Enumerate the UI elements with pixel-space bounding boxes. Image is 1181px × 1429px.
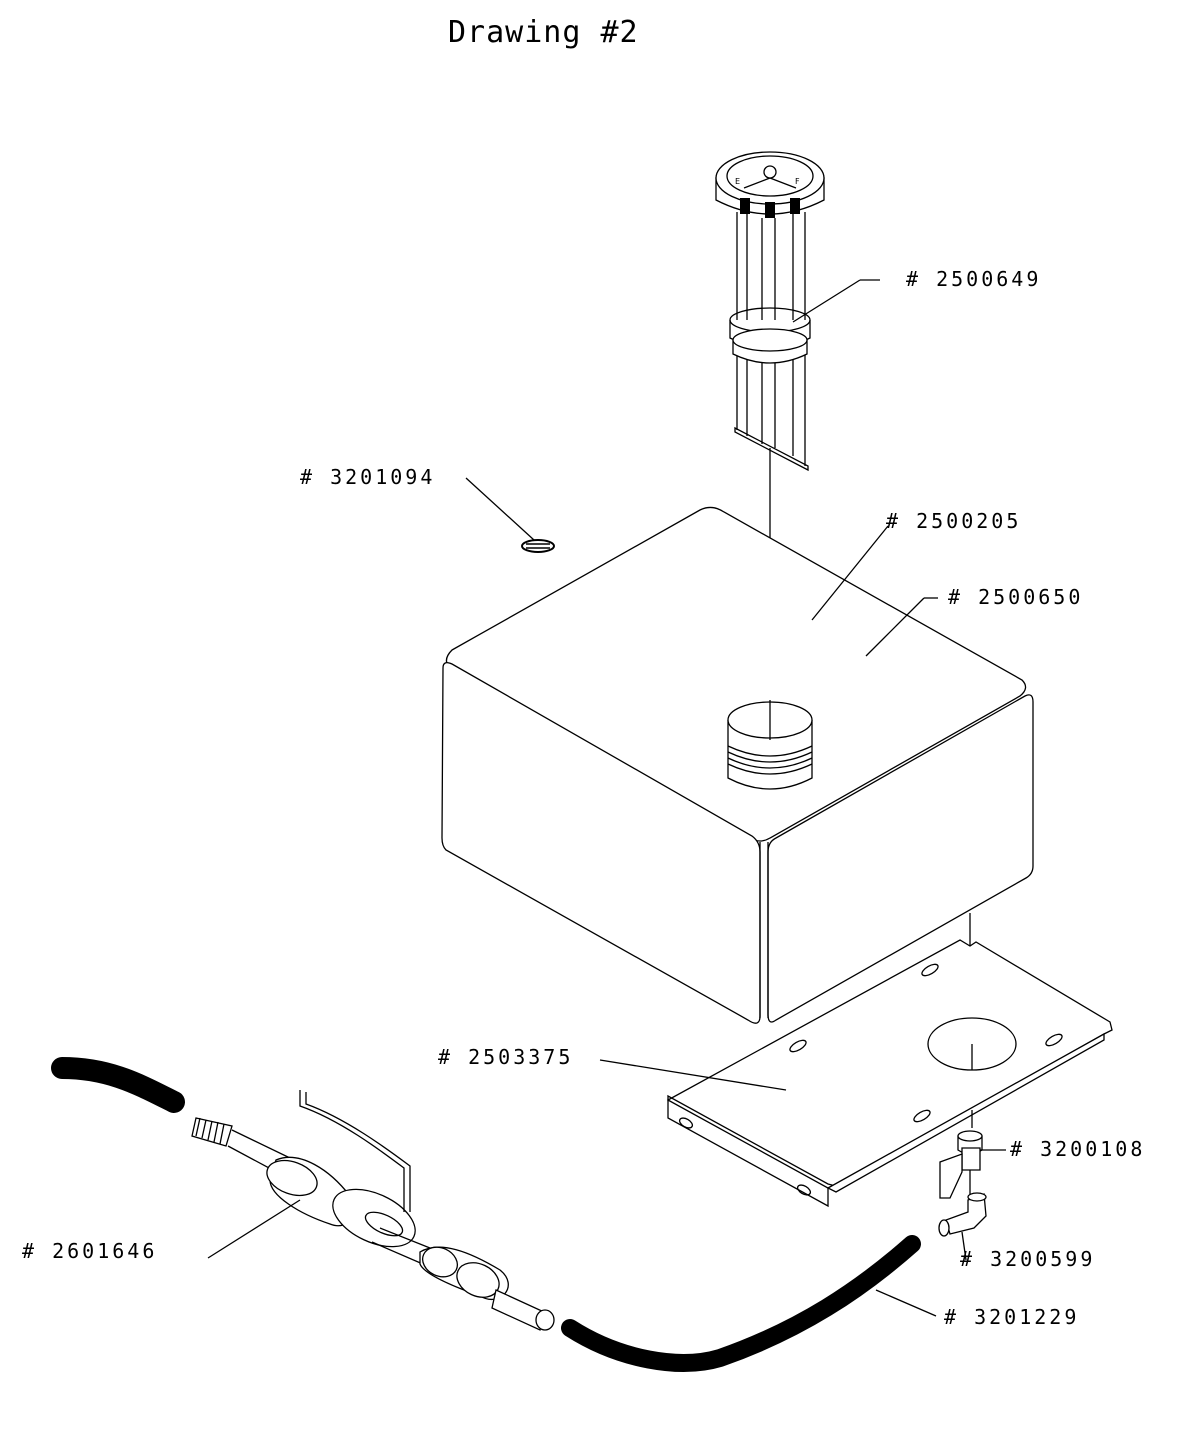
screw	[521, 539, 555, 553]
callout-3201094: # 3201094	[300, 465, 435, 489]
fuel-gauge-sender: E F	[715, 151, 825, 600]
callout-2601646: # 2601646	[22, 1239, 157, 1263]
svg-text:F: F	[795, 177, 800, 186]
callout-2500649: # 2500649	[906, 267, 1041, 291]
callout-2500650: # 2500650	[948, 585, 1083, 609]
shutoff-valve	[939, 1130, 983, 1199]
fuel-tank	[441, 506, 1034, 1024]
callout-2503375: # 2503375	[438, 1045, 573, 1069]
callout-2500205: # 2500205	[886, 509, 1021, 533]
elbow-fitting	[938, 1192, 987, 1237]
callout-3200108: # 3200108	[1010, 1137, 1145, 1161]
mounting-plate	[667, 913, 1113, 1208]
callout-3201229: # 3201229	[944, 1305, 1079, 1329]
fuel-line-assembly	[51, 1057, 555, 1331]
svg-text:E: E	[735, 177, 740, 186]
leader-lines	[207, 279, 1006, 1317]
callout-3200599: # 3200599	[960, 1247, 1095, 1271]
fuel-hose	[561, 1235, 921, 1372]
drawing-title: Drawing #2	[448, 15, 639, 50]
